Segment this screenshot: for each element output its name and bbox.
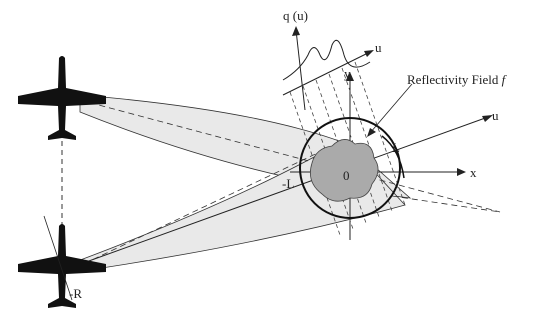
label-y-axis: y — [344, 66, 351, 81]
label-x-axis: x — [470, 165, 477, 180]
label-origin: 0 — [343, 168, 350, 183]
target-region — [309, 139, 379, 202]
label-u-right: u — [492, 108, 499, 123]
label-field-symbol: f — [502, 72, 508, 87]
q-axis — [295, 29, 306, 111]
range-line-upper — [79, 99, 501, 213]
range-line-right — [391, 195, 501, 213]
field-boundary — [299, 117, 401, 219]
airplane-icon — [18, 224, 106, 308]
L-arc — [381, 135, 405, 179]
label-minus-R: -R — [69, 286, 82, 301]
u-axis-top-arrow — [364, 50, 374, 57]
u-axis-top — [282, 51, 371, 96]
label-field: Reflectivity Field f — [407, 72, 508, 87]
label-field-prefix: Reflectivity Field — [407, 72, 502, 87]
label-projection: q (u) — [283, 8, 308, 23]
u-axis-right-arrow — [482, 115, 493, 122]
field-leader — [369, 83, 413, 134]
field-leader-arrow — [367, 128, 376, 137]
minus-R-marker — [43, 215, 73, 301]
u-axis-right — [74, 116, 489, 267]
projection-curve — [282, 39, 371, 81]
x-axis-arrow — [457, 168, 466, 176]
projection-lines — [289, 61, 406, 236]
y-axis-arrow — [346, 72, 354, 81]
airplane-icon — [18, 56, 106, 140]
label-u-top: u — [375, 40, 382, 55]
label-L-pos: L — [392, 140, 400, 155]
q-axis-arrow — [292, 26, 300, 36]
label-L-neg: -L — [282, 176, 294, 191]
